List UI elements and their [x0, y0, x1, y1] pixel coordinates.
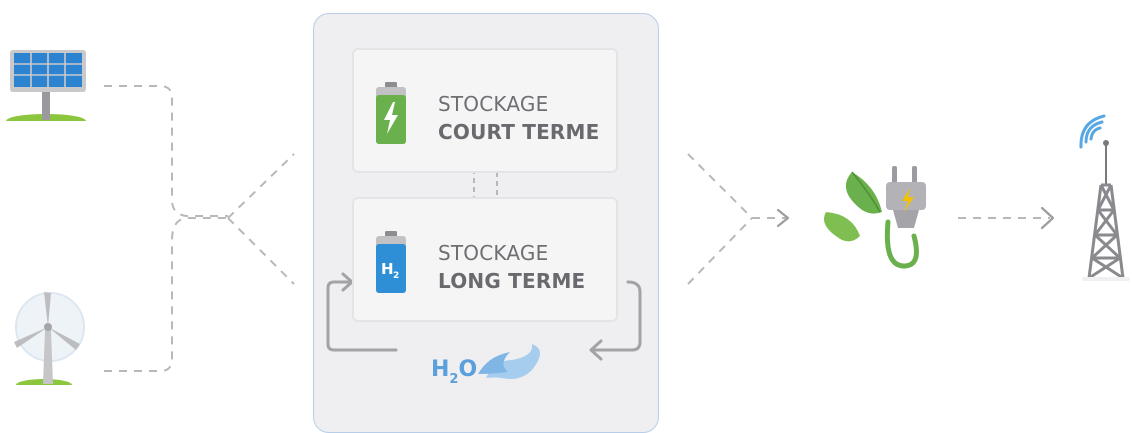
long-term-storage-card: H 2 STOCKAGE LONG TERME	[352, 197, 618, 322]
water-symbol-sub: 2	[449, 372, 459, 387]
water-wave-icon	[478, 344, 540, 379]
merge-line-lower	[227, 217, 295, 285]
hydrogen-symbol-main: H	[381, 260, 394, 278]
solar-connector	[104, 85, 228, 217]
output-line-lower	[687, 217, 753, 285]
water-label: H2O	[431, 357, 478, 387]
green-battery-icon	[376, 82, 406, 144]
merge-line-upper	[227, 153, 295, 219]
output-line-upper	[687, 153, 753, 219]
loop-right-line	[590, 280, 642, 352]
short-term-storage-label: STOCKAGE COURT TERME	[438, 90, 600, 146]
loop-right-head	[589, 339, 603, 361]
long-term-line2: LONG TERME	[438, 269, 586, 293]
cell-tower-icon	[1079, 114, 1130, 281]
water-symbol-end: O	[458, 357, 478, 382]
wind-connector	[104, 217, 228, 372]
loop-left-line	[326, 280, 398, 352]
short-term-line2: COURT TERME	[438, 120, 600, 144]
input-connectors	[104, 85, 295, 372]
short-term-line1: STOCKAGE	[438, 92, 549, 116]
water-symbol-main: H	[431, 357, 450, 382]
wind-turbine-icon	[0, 292, 100, 395]
arrow-to-plug-head	[776, 208, 790, 228]
hydrogen-symbol-sub: 2	[393, 271, 399, 281]
output-connectors	[687, 153, 1050, 285]
long-term-line1: STOCKAGE	[438, 241, 549, 265]
short-term-storage-card: STOCKAGE COURT TERME	[352, 48, 618, 173]
solar-panel-icon	[0, 50, 100, 131]
hydrogen-battery-icon: H 2	[376, 231, 406, 293]
green-plug-icon	[824, 166, 926, 269]
long-term-storage-label: STOCKAGE LONG TERME	[438, 239, 585, 295]
connector-layer	[0, 50, 1130, 395]
arrow-to-tower-head	[1040, 206, 1055, 230]
